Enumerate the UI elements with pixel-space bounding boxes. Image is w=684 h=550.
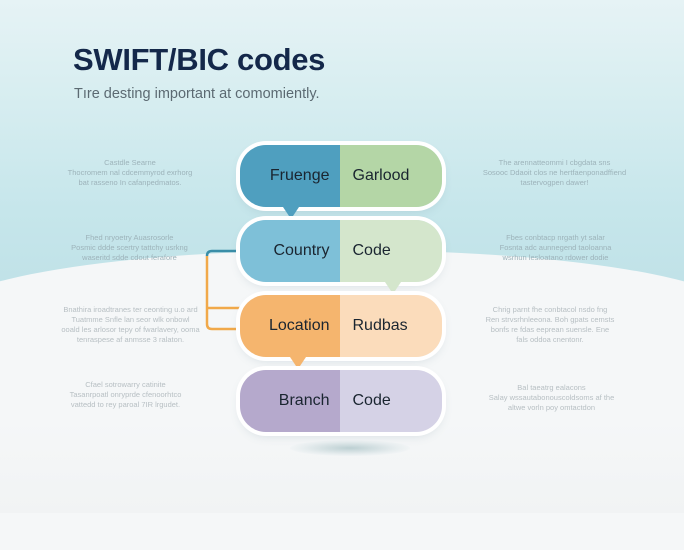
row-2-pointer: [385, 282, 401, 294]
note-line: Bnathira iroadtranes ter ceonting u.o ar…: [63, 305, 198, 314]
note-line: Fhed nryoetry Auasrosorle: [85, 233, 174, 242]
note-line: Sosooc Ddaoit clos ne hertfaenponadffien…: [482, 168, 627, 177]
diagram-row-2: Country Code: [240, 220, 442, 282]
note-line: Fosnta adc aunnegend taoloanna: [499, 243, 612, 252]
diagram-row-3: Location Rudbas: [240, 295, 442, 357]
note-line: tastervogpen dawer!: [520, 178, 589, 187]
note-line: waseritd sdde cdout ferafore: [82, 253, 177, 262]
note-line: Posmic ddde scertry tattchy usrkng: [71, 243, 188, 252]
side-note-left-4: Cfael sotrowarry catinite Tasanrpoatl on…: [58, 380, 193, 410]
row-3-left: Location: [240, 295, 340, 357]
note-line: vattedd to rey paroal 7IR lrgudet.: [70, 400, 181, 409]
row-4-left-label: Branch: [278, 392, 330, 409]
side-note-left-3: Bnathira iroadtranes ter ceonting u.o ar…: [58, 305, 203, 345]
note-line: Cfael sotrowarry catinite: [85, 380, 166, 389]
row-4-right-label: Code: [352, 392, 391, 409]
row-3-right-label: Rudbas: [352, 317, 408, 334]
note-line: Castdle Searne: [104, 158, 156, 167]
row-1-pointer: [283, 207, 299, 219]
floor-shadow: [290, 440, 410, 456]
note-line: The arennatteommi I cbgdata sns: [498, 158, 611, 167]
note-line: Fbes conbtacp nrgath yt salar: [506, 233, 605, 242]
note-line: Ren strvsrhnleeona. Boh gpats cemsts: [485, 315, 615, 324]
note-line: tenraspese af anmsse 3 ralaton.: [76, 335, 185, 344]
note-line: Tasanrpoatl onryprde cfenoorhtco: [69, 390, 182, 399]
row-2-right-label: Code: [352, 242, 391, 259]
note-line: bonfs re fdas eeprean suensle. Ene: [490, 325, 610, 334]
row-2-left: Country: [240, 220, 340, 282]
page-title: SWIFT/BIC codes: [73, 42, 326, 77]
note-line: bat rasseno In cafanpedmatos.: [78, 178, 182, 187]
note-line: Tuatmme Snfle lan seor wlk onbowl: [71, 315, 190, 324]
row-1-right: Garlood: [339, 145, 442, 207]
row-4-left: Branch: [240, 370, 340, 432]
side-note-right-2: Fbes conbtacp nrgath yt salar Fosnta adc…: [493, 233, 618, 263]
side-note-left-1: Castdle Searne Thocromem nal cdcemmyrod …: [55, 158, 205, 188]
note-line: Bal taeatrg ealacons: [517, 383, 586, 392]
note-line: altwe vorln poy omtactdon: [507, 403, 596, 412]
row-2-right: Code: [339, 220, 442, 282]
note-line: Chrig parnt fhe conbtacol nsdo fng: [492, 305, 608, 314]
row-3-pointer: [290, 357, 306, 369]
side-note-right-3: Chrig parnt fhe conbtacol nsdo fng Ren s…: [475, 305, 625, 345]
note-line: wsrhun lesloatano rdower dodie: [502, 253, 609, 262]
row-4-right: Code: [339, 370, 442, 432]
bracket-connector: [205, 248, 247, 331]
side-note-left-2: Fhed nryoetry Auasrosorle Posmic ddde sc…: [62, 233, 197, 263]
note-line: Thocromem nal cdcemmyrod exrhorg: [67, 168, 193, 177]
row-3-left-label: Location: [269, 317, 330, 334]
diagram-row-4: Branch Code: [240, 370, 442, 432]
note-line: fals oddoa cnentonr.: [516, 335, 584, 344]
row-3-right: Rudbas: [339, 295, 442, 357]
background-bottom: [0, 420, 684, 513]
row-1-left: Fruenge: [240, 145, 340, 207]
row-1-left-label: Fruenge: [269, 167, 330, 184]
row-1-right-label: Garlood: [352, 167, 410, 184]
side-note-right-1: The arennatteommi I cbgdata sns Sosooc D…: [482, 158, 627, 188]
page-subtitle: Tıre desting important at comomiently.: [74, 86, 320, 102]
diagram-row-1: Fruenge Garlood: [240, 145, 442, 207]
note-line: Salay wssautabonouscoldsoms af the: [488, 393, 615, 402]
side-note-right-4: Bal taeatrg ealacons Salay wssautabonous…: [484, 383, 619, 413]
note-line: ooald les arlosor tepy of fwarlavery, oo…: [61, 325, 200, 334]
row-2-left-label: Country: [273, 242, 330, 259]
